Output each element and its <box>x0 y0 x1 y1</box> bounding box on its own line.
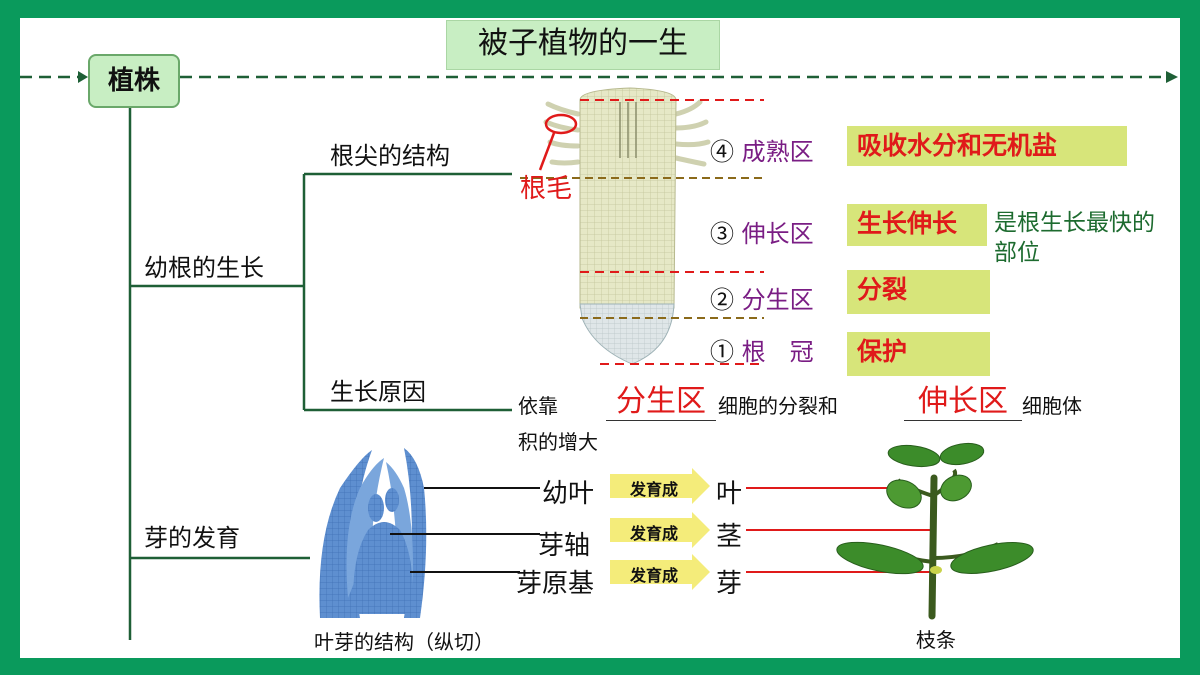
root-hair-label: 根毛 <box>520 174 573 204</box>
root-tip-drawing <box>520 87 764 365</box>
bud-part-young-leaf: 幼叶 <box>542 479 595 509</box>
reason-text-2: 细胞的分裂和 <box>718 394 838 418</box>
answer-blank-1: 分生区 <box>606 376 716 421</box>
zone-root-cap: ① 根 冠 <box>710 332 814 367</box>
bud-structure-caption: 叶芽的结构（纵切） <box>314 630 494 654</box>
zone-name: 伸长区 <box>741 220 814 248</box>
result-leaf: 叶 <box>716 479 743 509</box>
result-stem: 茎 <box>716 522 743 552</box>
zone-maturation: ④ 成熟区 <box>710 132 814 167</box>
reason-text-3: 细胞体 <box>1022 394 1082 418</box>
zone-number: ③ <box>710 220 734 248</box>
develops-into-arrow: 发育成 <box>629 566 678 585</box>
zone-function: 保护 <box>847 332 990 376</box>
seedling-root-label: 幼根的生长 <box>144 254 264 282</box>
fastest-growth-note: 是根生长最快的部位 <box>994 210 1155 266</box>
develops-into-arrow: 发育成 <box>629 524 678 543</box>
slide-frame: 被子植物的一生 植株 根尖的结构 幼根的生长 生长原因 芽的发育 <box>20 18 1180 658</box>
branch-caption: 枝条 <box>916 628 956 652</box>
develops-into-arrow: 发育成 <box>629 480 678 499</box>
reason-text-4: 积的增大 <box>518 430 598 454</box>
zone-name: 分生区 <box>741 286 814 314</box>
zone-elongation: ③ 伸长区 <box>710 214 814 249</box>
bud-part-bud-axis: 芽轴 <box>538 531 591 561</box>
reason-text-1: 依靠 <box>518 394 558 418</box>
plant-node: 植株 <box>88 54 180 108</box>
zone-function: 吸收水分和无机盐 <box>847 126 1127 166</box>
zone-name: 成熟区 <box>741 138 814 166</box>
bud-part-bud-primordium: 芽原基 <box>516 569 595 599</box>
zone-number: ② <box>710 286 734 314</box>
page-title: 被子植物的一生 <box>446 20 720 70</box>
root-tip-structure-label: 根尖的结构 <box>330 142 450 170</box>
bud-drawing <box>319 442 1034 620</box>
bud-development-label: 芽的发育 <box>144 524 240 552</box>
growth-reason-label: 生长原因 <box>330 378 426 406</box>
zone-name: 根 冠 <box>741 338 814 366</box>
zone-number: ① <box>710 338 734 366</box>
result-bud: 芽 <box>716 569 743 599</box>
zone-function: 生长伸长 <box>847 204 987 246</box>
zone-function: 分裂 <box>847 270 990 314</box>
zone-meristematic: ② 分生区 <box>710 280 814 315</box>
zone-number: ④ <box>710 138 734 166</box>
connector-lines <box>20 71 1178 640</box>
answer-blank-2: 伸长区 <box>904 376 1022 421</box>
